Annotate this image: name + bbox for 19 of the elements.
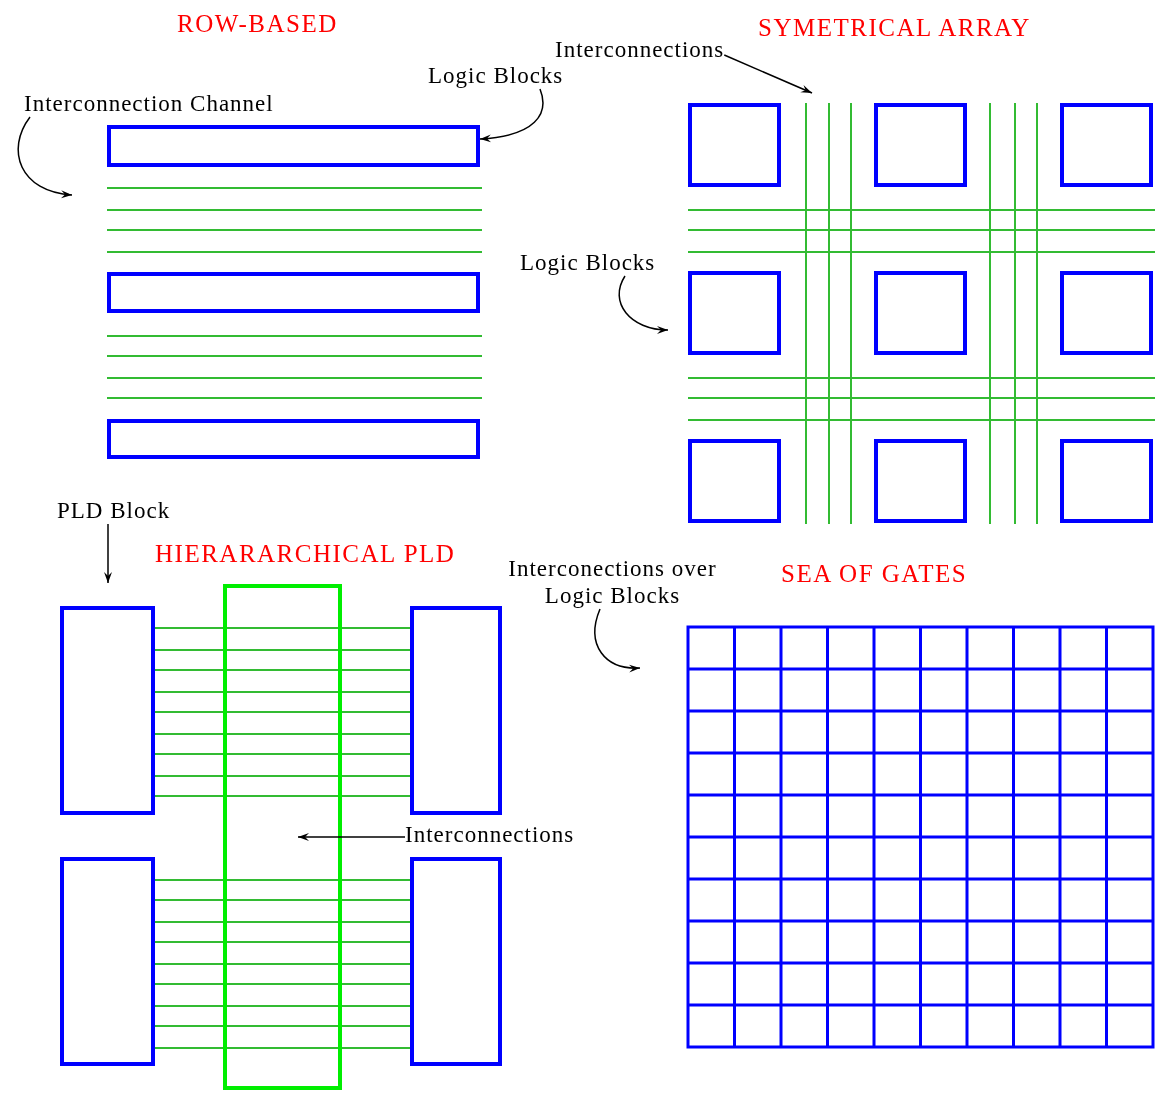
panel-title: SEA OF GATES — [781, 560, 968, 588]
logic-block — [107, 125, 480, 167]
panel-title: HIERARARCHICAL PLD — [155, 540, 456, 568]
leader-arrow — [594, 608, 641, 672]
callout-label: Interconnections — [405, 821, 575, 848]
callout-label: Logic Blocks — [428, 62, 564, 89]
leader-arrow — [104, 523, 112, 584]
leader-arrow — [618, 275, 669, 334]
callout-label: Interconections over Logic Blocks — [490, 555, 735, 609]
panel-title: SYMETRICAL ARRAY — [758, 14, 1031, 42]
panel-title: ROW-BASED — [177, 10, 338, 38]
callout-label: PLD Block — [57, 497, 171, 524]
callout-label: Interconnection Channel — [24, 90, 274, 117]
leader-arrow — [17, 116, 73, 198]
leader-arrow — [297, 833, 406, 841]
callout-label: Interconnections — [555, 36, 725, 63]
callout-label: Logic Blocks — [520, 249, 656, 276]
leader-arrow — [479, 88, 544, 142]
leader-arrow — [723, 54, 813, 94]
